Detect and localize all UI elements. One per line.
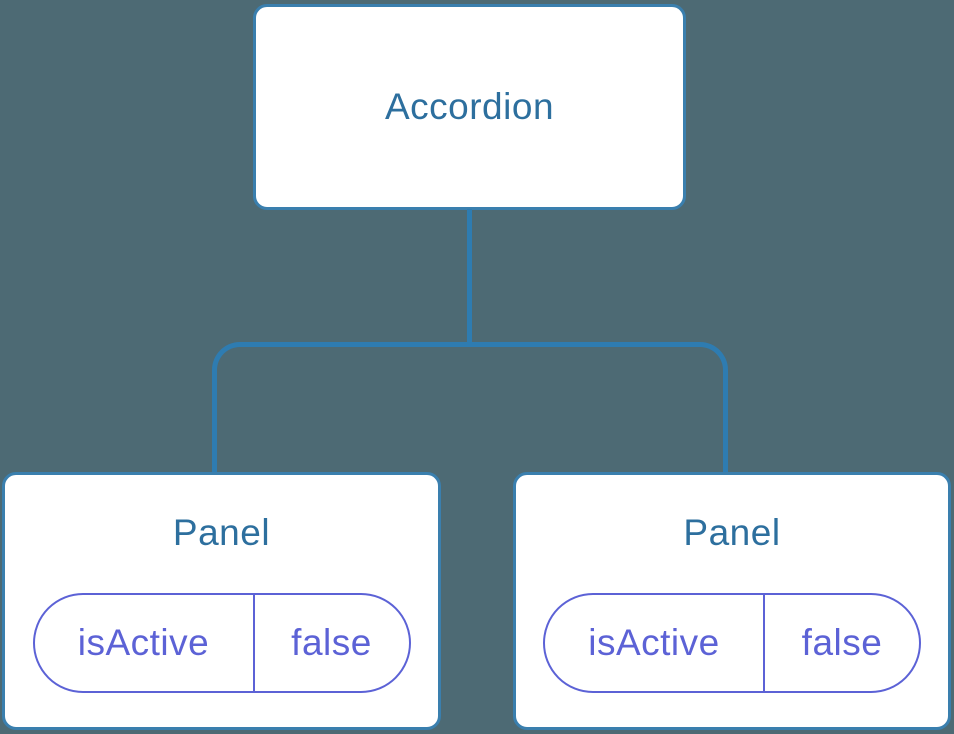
prop-pill: isActive false [543,593,921,693]
prop-value-label: false [291,622,372,663]
connector-stem [467,209,472,345]
connector-bracket [212,342,728,472]
prop-name-label: isActive [588,622,720,663]
accordion-node-title: Accordion [384,86,555,127]
accordion-node: Accordion [253,4,686,210]
prop-value-label: false [801,622,883,663]
panel-node-title: Panel [172,512,271,553]
prop-pill: isActive false [32,593,411,693]
prop-value-cell: false [255,595,409,691]
prop-name-label: isActive [77,622,210,663]
panel-node-right: Panel isActive false [513,472,951,730]
prop-name-cell: isActive [35,595,255,691]
panel-node-title: Panel [683,512,781,553]
panel-node-left: Panel isActive false [2,472,441,730]
prop-value-cell: false [765,595,919,691]
prop-name-cell: isActive [545,595,765,691]
